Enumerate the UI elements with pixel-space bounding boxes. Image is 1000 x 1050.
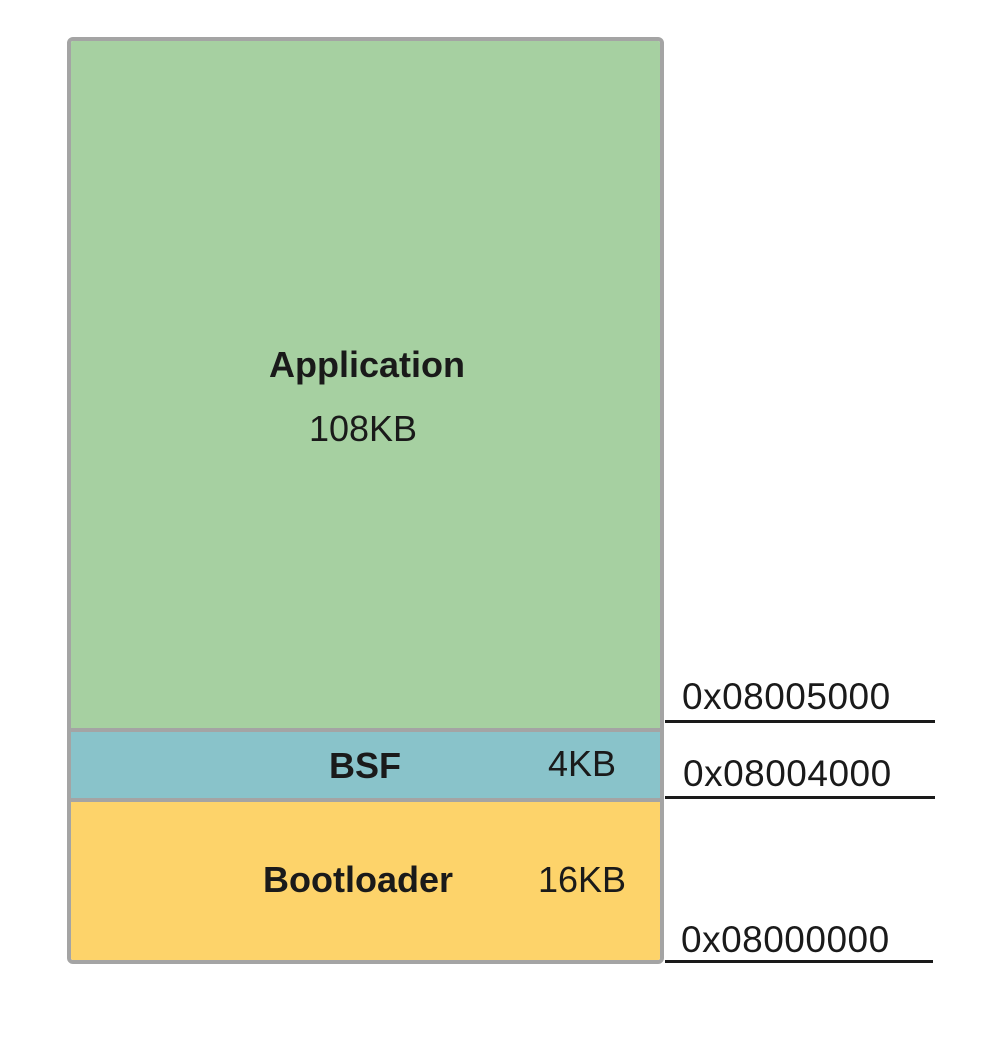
address-middle-line [665, 796, 935, 799]
address-bottom-line [665, 960, 933, 963]
memory-map: Application 108KB BSF 4KB Bootloader 16K… [67, 37, 664, 964]
bootloader-label: Bootloader [263, 859, 454, 900]
address-middle: 0x08004000 [683, 753, 892, 794]
address-top-line [665, 720, 935, 723]
bootloader-size: 16KB [538, 859, 627, 900]
application-size: 108KB [308, 408, 418, 449]
address-bottom: 0x08000000 [681, 919, 890, 960]
application-region: Application 108KB [71, 41, 660, 728]
bsf-region: BSF 4KB [71, 728, 660, 802]
address-top: 0x08005000 [682, 676, 891, 717]
bsf-size: 4KB [548, 743, 617, 784]
bootloader-region: Bootloader 16KB [71, 802, 660, 960]
application-label: Application [269, 344, 465, 385]
bsf-label: BSF [329, 745, 401, 786]
